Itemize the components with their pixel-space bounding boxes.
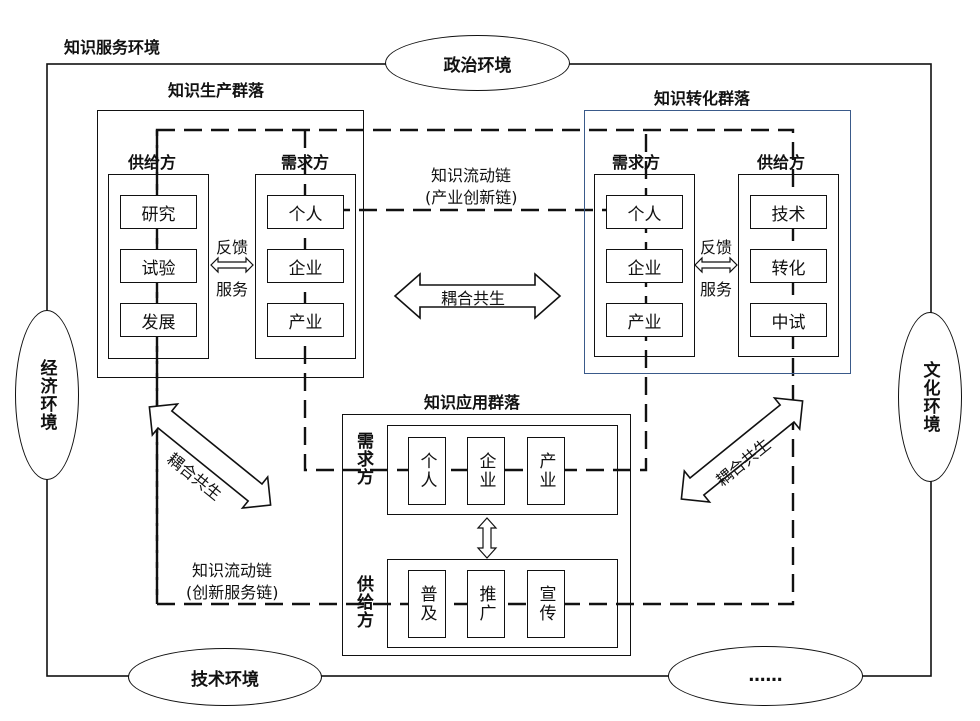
production-demand-item: 企业 — [267, 249, 344, 283]
transformation-supply-item: 技术 — [750, 195, 827, 229]
production-supply-item: 研究 — [120, 195, 197, 229]
production-feedback-label: 反馈 — [216, 238, 249, 257]
chain-bottom-label: 知识流动链 — [192, 561, 273, 580]
application-supply-item: 宣传 — [527, 570, 565, 638]
application-community — [342, 414, 631, 656]
transformation-supply-item: 转化 — [750, 249, 827, 283]
transformation-title: 知识转化群落 — [654, 89, 751, 108]
transformation-supply-item: 中试 — [750, 303, 827, 337]
transformation-community — [584, 110, 851, 374]
more-environment: …… — [668, 646, 863, 706]
transformation-demand-item: 个人 — [606, 195, 683, 229]
production-demand-title: 需求方 — [281, 153, 330, 172]
production-demand-item: 个人 — [267, 195, 344, 229]
application-arrow — [476, 517, 498, 559]
application-supply-item: 普及 — [408, 570, 446, 638]
feedback-arrow-left — [210, 256, 254, 274]
transformation-service-label: 服务 — [700, 280, 733, 299]
coupling-arrow-horizontal — [393, 272, 562, 320]
application-demand-title: 需求方 — [353, 432, 373, 486]
application-supply-item: 推广 — [467, 570, 505, 638]
technical-environment: 技术环境 — [128, 648, 322, 706]
production-supply-item: 发展 — [120, 303, 197, 337]
transformation-demand-box — [594, 174, 695, 357]
coupling-arrow-left-diagonal — [148, 402, 272, 510]
production-demand-box — [255, 174, 356, 359]
political-environment: 政治环境 — [385, 35, 570, 91]
transformation-demand-item: 产业 — [606, 303, 683, 337]
economic-environment: 经济环境 — [15, 310, 79, 480]
knowledge-flow-dashed-chain — [155, 128, 795, 606]
transformation-demand-item: 企业 — [606, 249, 683, 283]
application-supply-title: 供给方 — [353, 575, 373, 629]
application-demand-item: 产业 — [527, 437, 565, 505]
transformation-feedback-label: 反馈 — [700, 238, 733, 257]
chain-bottom-sublabel: (创新服务链) — [186, 583, 279, 602]
application-demand-box — [387, 425, 618, 515]
feedback-arrow-right — [694, 256, 738, 274]
coupling-label-horizontal: 耦合共生 — [441, 289, 506, 308]
coupling-arrow-right-diagonal — [680, 396, 804, 504]
production-supply-box — [108, 174, 209, 359]
application-supply-box — [387, 559, 618, 648]
application-title: 知识应用群落 — [424, 393, 521, 412]
transformation-demand-title: 需求方 — [612, 153, 661, 172]
chain-top-label: 知识流动链 — [431, 166, 512, 185]
transformation-supply-title: 供给方 — [757, 153, 806, 172]
production-service-label: 服务 — [216, 280, 249, 299]
transformation-supply-box — [738, 174, 839, 357]
chain-top-sublabel: (产业创新链) — [425, 188, 518, 207]
application-demand-item: 个人 — [408, 437, 446, 505]
application-demand-item: 企业 — [467, 437, 505, 505]
cultural-environment: 文化环境 — [898, 312, 962, 482]
production-community — [97, 110, 364, 378]
production-title: 知识生产群落 — [168, 81, 265, 100]
production-supply-title: 供给方 — [128, 153, 177, 172]
production-supply-item: 试验 — [120, 249, 197, 283]
production-demand-item: 产业 — [267, 303, 344, 337]
environment-title: 知识服务环境 — [64, 38, 161, 57]
